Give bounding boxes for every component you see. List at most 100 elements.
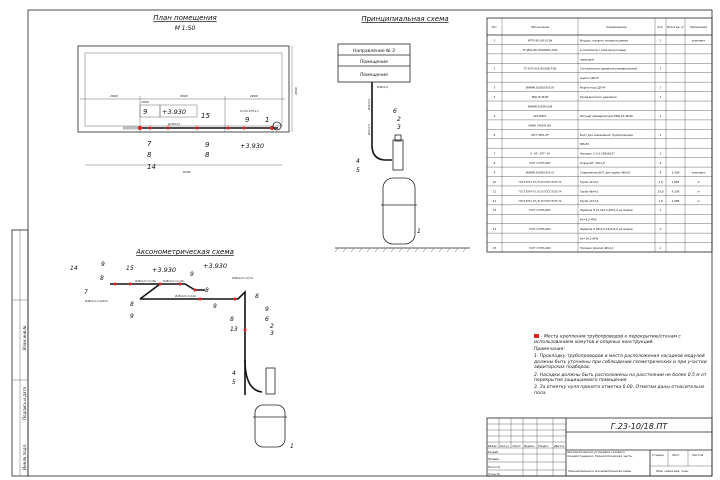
dim: 2900	[110, 94, 118, 98]
tb-role: Нач.отд.	[488, 465, 501, 469]
callout: 2	[397, 116, 401, 123]
table-cell: Труба 48х4,0	[580, 189, 599, 193]
table-cell: ВНИИМ.302636.001-33	[526, 172, 555, 175]
notes: - Места крепления трубопроводов к перекр…	[534, 334, 710, 396]
table-cell: Болт для заземления трубопроводов	[580, 133, 633, 137]
callout: 2	[270, 323, 274, 330]
direction-label: Направление № 3	[353, 48, 395, 54]
dim: 1800	[141, 100, 149, 104]
legend-row: - Места крепления трубопроводов к перекр…	[534, 334, 710, 346]
table-cell: 1,983	[672, 180, 680, 184]
callout: 3	[270, 330, 274, 337]
legend-note: - Места крепления трубопроводов к перекр…	[534, 334, 681, 346]
table-cell: в комплекте с электропусковым	[580, 48, 626, 52]
fastening-mark-icon	[534, 334, 539, 338]
table-cell: 7	[494, 152, 496, 156]
table-cell: 1	[660, 86, 662, 90]
callout: 8	[130, 301, 134, 308]
table-header: Наименование	[606, 25, 627, 29]
table-cell: м	[697, 199, 699, 203]
table-cell: приводом	[580, 57, 594, 61]
table-cell: 2	[660, 152, 662, 156]
callout: 9	[101, 261, 105, 268]
table-cell: 2	[494, 67, 496, 71]
tb-stage: Стадия	[652, 453, 664, 457]
pipe-label: Ф48х4,0 L=1,6м	[163, 279, 184, 283]
callout: 8	[205, 287, 209, 294]
callout: 14	[147, 163, 156, 171]
elevation-mark: +3.930	[240, 142, 264, 150]
tb-sheet: Лист	[671, 453, 680, 457]
table-cell: Переход К 48х4,0-26,9х3,0 на сварке	[580, 227, 633, 231]
tb-col: №док.	[523, 444, 535, 448]
table-cell: 6	[494, 133, 496, 137]
callout: 7	[84, 289, 88, 296]
callout: 6	[265, 316, 269, 323]
table-cell: 8	[494, 161, 496, 165]
table-cell: м	[697, 189, 699, 193]
table-cell: ТУ 4371-016-00226827-98	[524, 68, 557, 71]
pipe-label: Ду48х4,0	[167, 122, 180, 126]
callout: 8	[230, 316, 234, 323]
table-cell: 3,358	[672, 171, 680, 175]
tb-col: Кол.уч.	[500, 444, 510, 448]
table-header: Примечание	[690, 25, 707, 29]
table-cell: ВНИИМ.302643.008	[528, 105, 553, 108]
table-cell: 10,6	[658, 189, 664, 193]
table-cell: 4,339	[672, 189, 680, 193]
table-cell: 2	[660, 227, 662, 231]
table-cell: Ру=16,0 МПа	[580, 237, 599, 241]
table-cell: ТУ 4854-001-85400851-2016	[522, 49, 558, 52]
callout: 9	[143, 108, 148, 116]
table-cell: ВНИИМ.302636.001-03	[526, 87, 555, 90]
table-cell: Труба 47х3,5	[580, 199, 599, 203]
table-cell: Переход К 21,3х2,5-48х4,0 на сварке	[580, 208, 633, 212]
stamp-replace: Взам.инв.№	[22, 325, 27, 350]
table-cell: ГОСТ 8734-75 / В 20 ГОСТ 8733-74	[519, 200, 562, 203]
stamp-inv: Инв.№ подл.	[22, 444, 27, 470]
room-label: Помещение	[360, 72, 388, 78]
drawing-description: Автоматическая установка газового пожаро…	[567, 451, 633, 458]
table-cell: комплект	[692, 38, 706, 42]
elevation-mark: +3.930	[152, 266, 176, 274]
callout: 8	[205, 151, 210, 159]
tb-col: Изм.	[488, 444, 498, 448]
callout: 15	[201, 112, 210, 120]
dim: 2900	[250, 94, 258, 98]
callout: 9	[245, 116, 250, 124]
callout: 15	[126, 265, 134, 272]
table-cell: 1	[494, 38, 496, 42]
table-header: Поз.	[492, 25, 498, 29]
callout: 8	[147, 151, 152, 159]
table-cell: 1,9	[658, 199, 663, 203]
callout: 9	[265, 306, 269, 313]
elevation-mark: +3.930	[162, 108, 186, 116]
table-cell: ГОСТ 8734-75 / В 20 ГОСТ 8733-74	[519, 181, 562, 184]
table-cell: Рукав высокого давления	[580, 95, 617, 99]
elevation-mark: +3.930	[203, 262, 227, 270]
callout: 1	[265, 116, 269, 124]
table-cell: МПТЛ 65-100-33 ЭН	[528, 39, 553, 42]
table-cell: 1	[660, 246, 662, 250]
axon-title: Аксонометрическая схема	[135, 248, 234, 256]
tb-col: Подп.	[538, 444, 549, 448]
table-cell: ГОСТ 17378-2001	[529, 209, 551, 212]
table-cell: 1,9	[658, 180, 663, 184]
table-cell: 11	[493, 189, 497, 193]
plan-title: План помещения	[153, 14, 217, 22]
sheet-title: Принципиальная и аксонометрическая схемы	[568, 469, 631, 473]
room-plan: План помещения М 1:50 2900 3600 2900 940…	[77, 14, 298, 174]
dim: 9400	[183, 170, 191, 174]
note-item: 2. Насадки должны быть расположены на ра…	[534, 372, 707, 384]
table-header: Кол.	[658, 25, 664, 29]
table-header: Масса ед. кг	[667, 25, 685, 29]
callout: 5	[356, 167, 360, 174]
tb-role: Провер.	[488, 457, 500, 461]
note-item: 3. За отметку нуля принята отметка 0.00.…	[534, 385, 705, 396]
dim: 3600	[180, 94, 188, 98]
principal-scheme: Принципиальная схема Направление № 3 Пом…	[334, 15, 470, 253]
callout: 9	[190, 271, 194, 278]
callout: 13	[230, 326, 238, 333]
table-cell: РВД 16-38-80	[532, 96, 549, 99]
